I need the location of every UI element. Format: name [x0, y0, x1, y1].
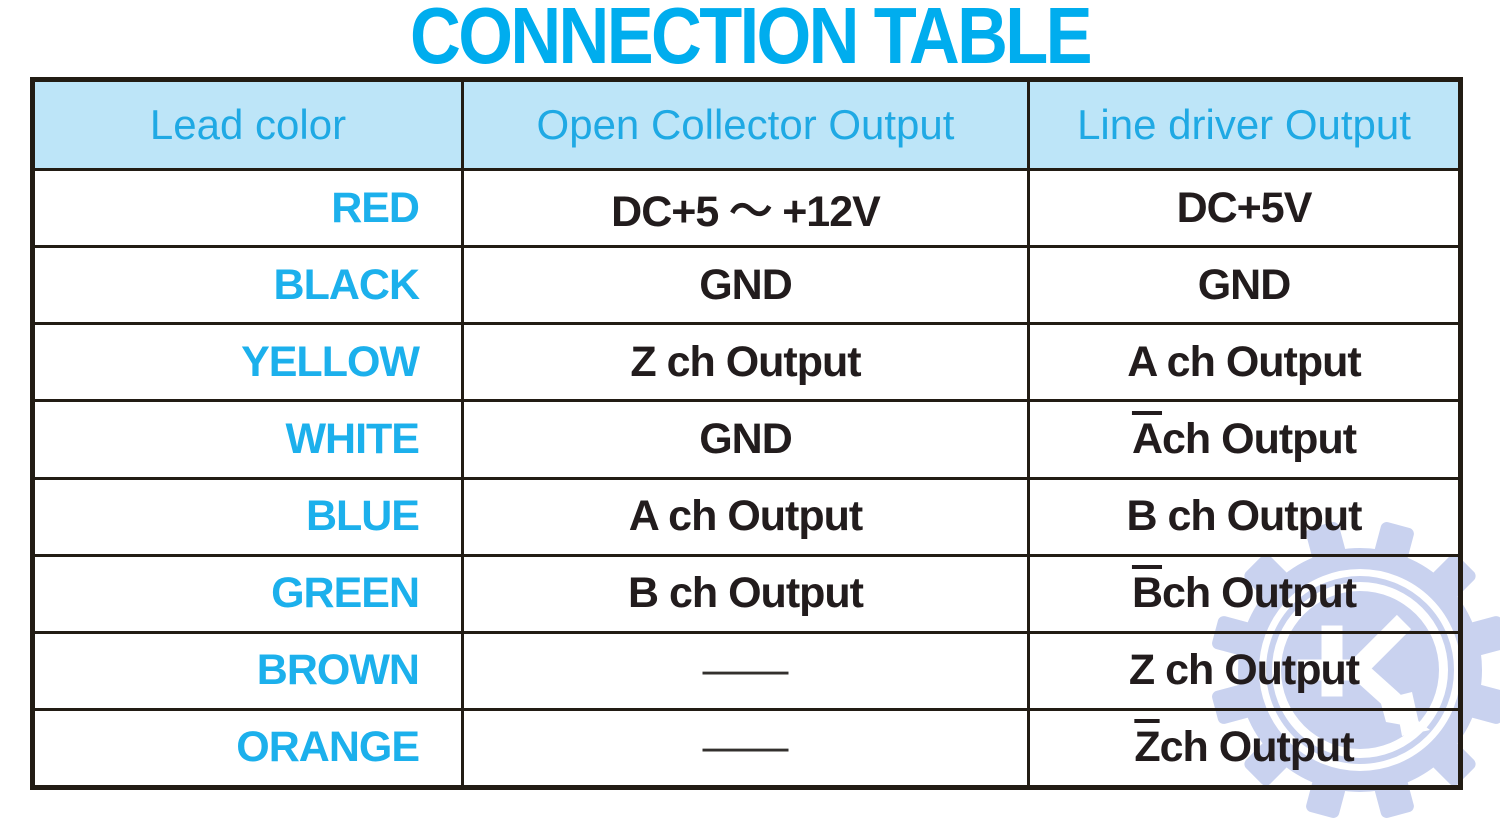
- header-lead-color: Lead color: [35, 82, 464, 168]
- open-collector-cell: ——: [464, 710, 1030, 785]
- page-title: CONNECTION TABLE: [410, 0, 1093, 80]
- line-driver-cell: DC+5V: [1030, 171, 1458, 245]
- lead-color-cell: RED: [35, 171, 464, 246]
- line-driver-cell: A ch Output: [1030, 325, 1458, 399]
- header-line-driver-output: Line driver Output: [1077, 101, 1411, 148]
- signal-text: ch Output: [1162, 569, 1357, 618]
- signal-text: B ch Output: [1126, 492, 1362, 541]
- table-row: BLACK GND GND: [35, 245, 1458, 323]
- signal-text: ch Output: [1162, 414, 1357, 463]
- line-driver-cell: B ch Output: [1030, 480, 1458, 554]
- signal-text: DC+5V: [1176, 183, 1313, 232]
- overline-signal: Z: [1134, 723, 1160, 772]
- line-driver-cell: A ch Output: [1030, 402, 1458, 476]
- line-driver-cell: B ch Output: [1030, 557, 1458, 631]
- table-row: WHITE GND A ch Output: [35, 399, 1458, 477]
- header-open-collector-output: Open Collector Output: [464, 82, 1030, 168]
- lead-color-cell: BROWN: [35, 633, 464, 708]
- open-collector-cell: DC+5 ～ +12V: [464, 171, 1030, 246]
- table-row: GREEN B ch Output B ch Output: [35, 553, 1458, 631]
- lead-color-cell: YELLOW: [35, 325, 464, 400]
- line-driver-cell: Z ch Output: [1030, 634, 1458, 708]
- overline-signal: B: [1131, 569, 1163, 618]
- signal-text: Z ch Output: [1128, 646, 1360, 695]
- signal-text: A ch Output: [1127, 337, 1361, 386]
- line-driver-cell: GND: [1030, 248, 1458, 322]
- open-collector-cell: A ch Output: [464, 479, 1030, 554]
- open-collector-cell: ——: [464, 633, 1030, 708]
- connection-table: Lead color Open Collector Output Line dr…: [30, 77, 1463, 790]
- lead-color-cell: GREEN: [35, 556, 464, 631]
- lead-color-cell: BLACK: [35, 248, 464, 323]
- table-row: BROWN —— Z ch Output: [35, 630, 1458, 708]
- table-header-row: Lead color Open Collector Output Line dr…: [35, 82, 1458, 168]
- table-row: RED DC+5 ～ +12V DC+5V: [35, 168, 1458, 246]
- open-collector-cell: B ch Output: [464, 556, 1030, 631]
- table-row: BLUE A ch Output B ch Output: [35, 476, 1458, 554]
- open-collector-cell: Z ch Output: [464, 325, 1030, 400]
- lead-color-cell: WHITE: [35, 402, 464, 477]
- lead-color-cell: ORANGE: [35, 710, 464, 785]
- table-row: YELLOW Z ch Output A ch Output: [35, 322, 1458, 400]
- table-row: ORANGE —— Z ch Output: [35, 707, 1458, 785]
- lead-color-cell: BLUE: [35, 479, 464, 554]
- open-collector-cell: GND: [464, 402, 1030, 477]
- overline-signal: A: [1131, 414, 1163, 463]
- line-driver-cell: Z ch Output: [1030, 711, 1458, 785]
- signal-text: ch Output: [1159, 723, 1355, 772]
- signal-text: GND: [1197, 260, 1292, 309]
- open-collector-cell: GND: [464, 248, 1030, 323]
